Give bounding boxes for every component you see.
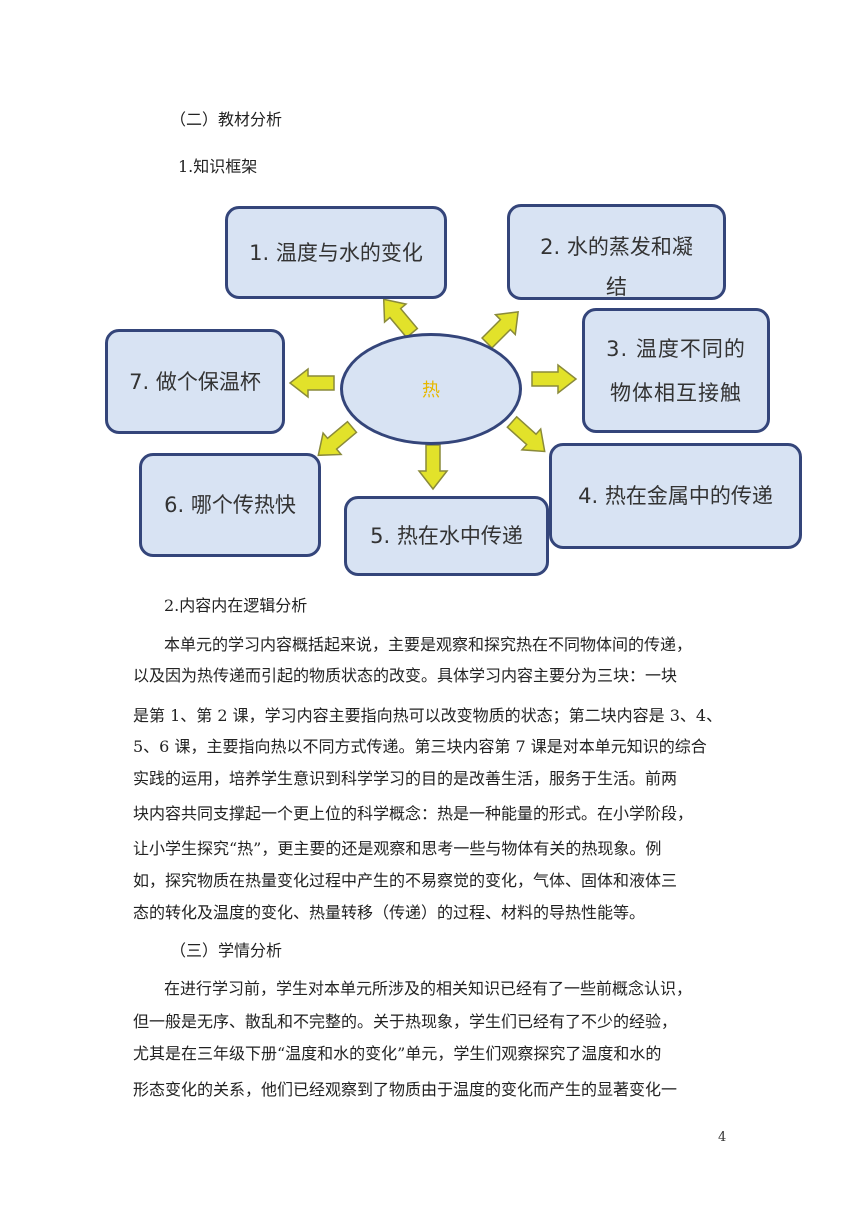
paragraph-line: 形态变化的关系，他们已经观察到了物质由于温度的变化而产生的显著变化一 [133,1080,678,1099]
subheading-logic-analysis: 2.内容内在逻辑分析 [164,596,308,615]
paragraph-line: 实践的运用，培养学生意识到科学学习的目的是改善生活，服务于生活。前两 [133,769,678,788]
paragraph-line: 本单元的学习内容概括起来说，主要是观察和探究热在不同物体间的传递， [164,635,693,654]
paragraph-line: 态的转化及温度的变化、热量转移（传递）的过程、材料的导热性能等。 [133,903,646,922]
paragraph-line: 如，探究物质在热量变化过程中产生的不易察觉的变化，气体、固体和液体三 [133,871,678,890]
center-node-heat: 热 [340,333,522,445]
paragraph-line: 在进行学习前，学生对本单元所涉及的相关知识已经有了一些前概念认识， [164,979,693,998]
paragraph-line: 5、6 课，主要指向热以不同方式传递。第三块内容第 7 课是对本单元知识的综合 [133,737,707,756]
node-2-evaporation-condensation: 2. 水的蒸发和凝结 [507,204,726,300]
center-label: 热 [422,380,440,401]
paragraph-line: 让小学生探究“热”，更主要的还是观察和思考一些与物体有关的热现象。例 [133,839,662,858]
paragraph-line: 以及因为热传递而引起的物质状态的改变。具体学习内容主要分为三块：一块 [133,666,678,685]
arrow-to-node-3 [531,364,577,394]
arrow-to-node-4 [501,410,555,463]
node-4-heat-in-metal: 4. 热在金属中的传递 [549,443,802,549]
subheading-knowledge-framework: 1.知识框架 [178,157,258,176]
section-heading-learner-analysis: （三）学情分析 [170,941,283,960]
node-3-different-temperature-contact: 3. 温度不同的 物体相互接触 [582,308,770,433]
node-1-temperature-water: 1. 温度与水的变化 [225,206,447,299]
arrow-to-node-7 [289,368,335,398]
section-heading-teaching-analysis: （二）教材分析 [170,110,283,129]
paragraph-line: 是第 1、第 2 课，学习内容主要指向热可以改变物质的状态；第二块内容是 3、4… [133,706,723,725]
paragraph-line: 块内容共同支撑起一个更上位的科学概念：热是一种能量的形式。在小学阶段， [133,804,694,823]
arrow-to-node-5 [418,444,448,490]
paragraph-line: 但一般是无序、散乱和不完整的。关于热现象，学生们已经有了不少的经验， [133,1012,678,1031]
node-7-make-thermos-cup: 7. 做个保温杯 [105,329,285,434]
paragraph-line: 尤其是在三年级下册“温度和水的变化”单元，学生们观察探究了温度和水的 [133,1044,662,1063]
page-number: 4 [718,1130,727,1145]
node-6-which-conducts-faster: 6. 哪个传热快 [139,453,321,557]
node-5-heat-in-water: 5. 热在水中传递 [344,496,549,576]
